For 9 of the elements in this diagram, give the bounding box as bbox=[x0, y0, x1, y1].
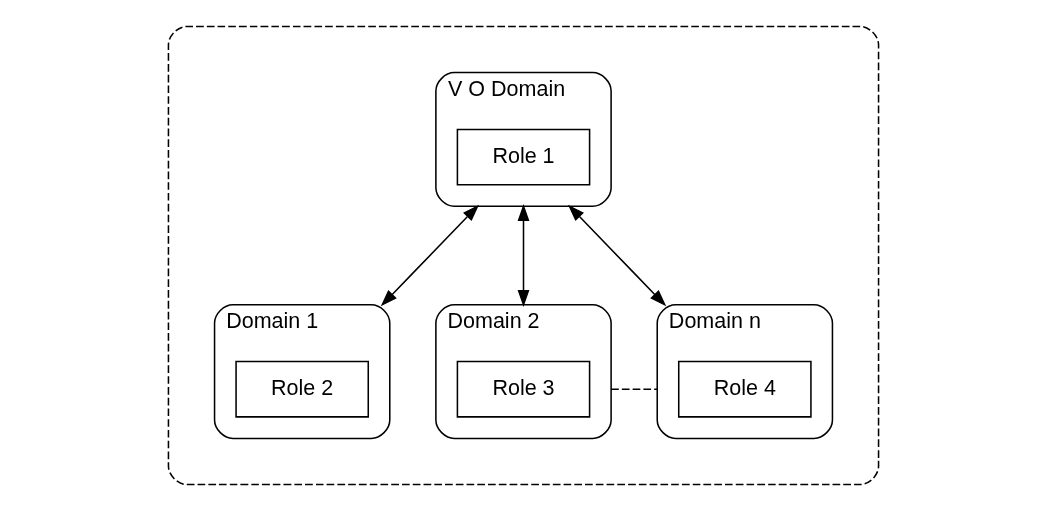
connector bbox=[610, 388, 658, 390]
cluster bbox=[167, 25, 880, 486]
node-box: Role 1 bbox=[456, 128, 591, 186]
node-box: Role 4 bbox=[677, 360, 812, 418]
node-box: Role 2 bbox=[235, 360, 370, 418]
arrow bbox=[517, 203, 530, 308]
node-box: Role 3 bbox=[456, 360, 591, 418]
arrow bbox=[567, 204, 667, 307]
arrow bbox=[380, 204, 480, 307]
